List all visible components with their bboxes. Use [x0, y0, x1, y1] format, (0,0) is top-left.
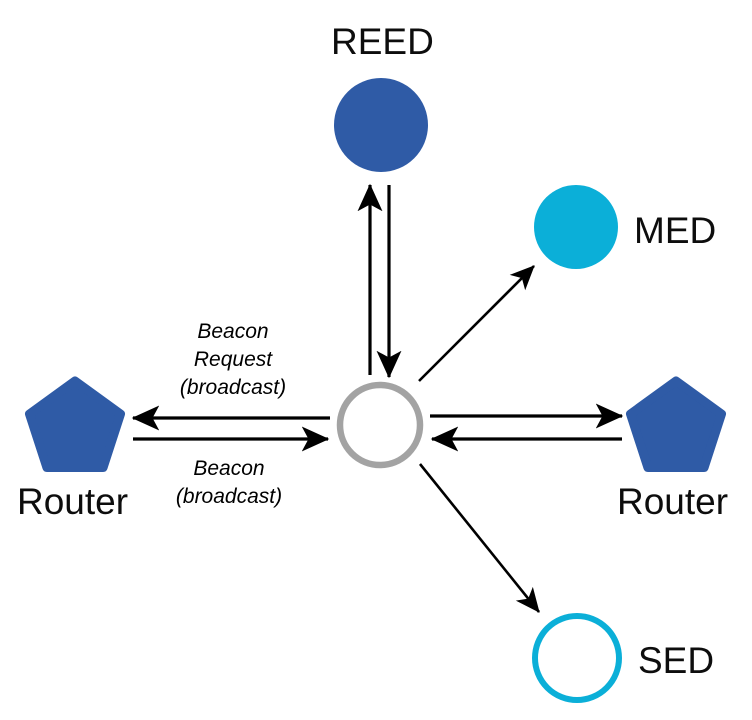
sed-circle-outline-icon[interactable] — [532, 613, 622, 703]
node-center[interactable] — [336, 381, 424, 469]
beacon-request-line-1: Beacon — [197, 320, 268, 343]
node-sed[interactable]: SED — [532, 613, 714, 703]
med-circle-icon[interactable] — [534, 185, 618, 269]
node-router-right[interactable]: Router — [617, 376, 728, 522]
edge-label-beacon: Beacon (broadcast) — [176, 457, 282, 508]
med-label: MED — [634, 210, 716, 251]
beacon-request-line-2: Request — [194, 348, 273, 371]
node-router-left[interactable]: Router — [17, 376, 128, 522]
router-left-pentagon-icon[interactable] — [25, 376, 125, 472]
router-left-label: Router — [17, 481, 128, 522]
beacon-line-1: Beacon — [193, 457, 264, 480]
edge-label-beacon-request: Beacon Request (broadcast) — [180, 320, 286, 399]
beacon-line-2: (broadcast) — [176, 485, 282, 508]
reed-circle-icon[interactable] — [334, 78, 428, 172]
center-circle-outline-icon[interactable] — [336, 381, 424, 469]
sed-label: SED — [638, 640, 714, 681]
edge-center-to-sed — [418, 463, 541, 613]
reed-label: REED — [331, 21, 434, 62]
router-right-label: Router — [617, 481, 728, 522]
edge-center-to-med — [418, 265, 535, 382]
node-reed[interactable]: REED — [331, 21, 434, 172]
router-right-pentagon-icon[interactable] — [626, 376, 726, 472]
beacon-request-line-3: (broadcast) — [180, 376, 286, 399]
node-med[interactable]: MED — [534, 185, 716, 269]
